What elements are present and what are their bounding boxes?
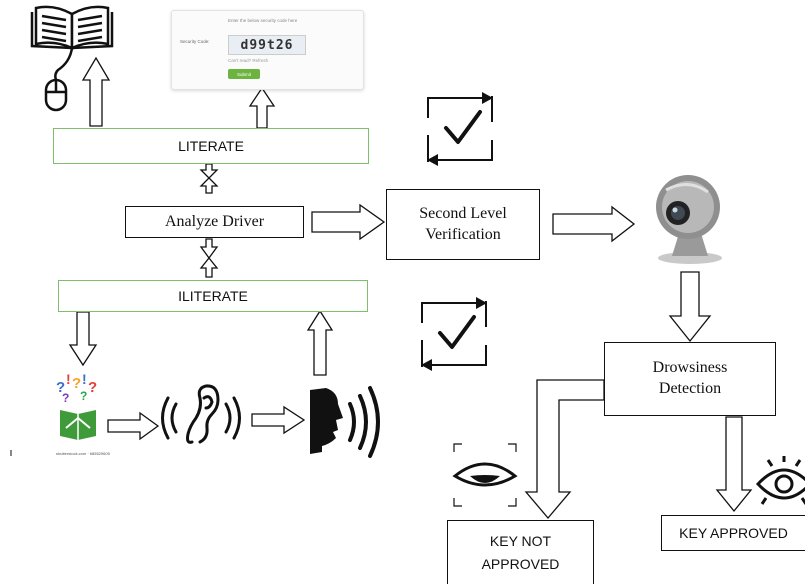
iliterate-box: ILITERATE <box>58 280 368 312</box>
eye-open-icon <box>755 456 805 505</box>
second-level-verification-box: Second Level Verification <box>386 189 540 260</box>
literate-label: LITERATE <box>178 138 244 154</box>
captcha-code: d99t26 <box>228 35 306 55</box>
eye-frame-icon <box>453 443 517 507</box>
arrow-down-drowsiness <box>668 271 712 343</box>
drowsiness-line2: Detection <box>658 380 722 397</box>
captcha-hint: Enter the below security code here <box>228 18 298 23</box>
webcam-icon <box>656 175 722 264</box>
arrow-up-book <box>81 56 111 127</box>
double-arrow-bottom <box>199 238 219 278</box>
double-arrow-top <box>199 163 219 194</box>
checkmark-icon <box>427 92 493 166</box>
svg-text:?: ? <box>80 389 87 403</box>
captcha-card: Enter the below security code here Secur… <box>171 10 364 90</box>
drowsiness-detection-box: Drowsiness Detection <box>604 342 776 416</box>
arrow-down-key-approved <box>715 416 753 513</box>
arrow-right-speaker <box>251 405 306 435</box>
checkmark-icon <box>421 297 487 371</box>
eye-closed-icon <box>452 462 518 487</box>
arrow-up-iliterate <box>306 309 334 376</box>
key-not-line2: APPROVED <box>481 555 560 572</box>
ear-icon <box>161 384 241 444</box>
svg-text:?: ? <box>56 379 65 396</box>
svg-text:?: ? <box>72 375 81 392</box>
key-approved-box: KEY APPROVED <box>661 515 805 551</box>
arrow-up-captcha <box>248 86 276 129</box>
analyze-driver-label: Analyze Driver <box>164 212 265 230</box>
illustration-caption: shutterstock.com · 685529605 <box>56 451 110 456</box>
captcha-label: Security Code: <box>180 39 210 44</box>
key-not-approved-box: KEY NOT APPROVED <box>447 520 594 584</box>
second-level-line1: Second Level <box>419 204 507 222</box>
question-book-icon: ? ! ? ! ? ? ? <box>56 371 97 440</box>
svg-text:!: ! <box>66 371 71 387</box>
svg-text:?: ? <box>62 391 69 405</box>
literate-box: LITERATE <box>53 128 369 164</box>
iliterate-label: ILITERATE <box>178 288 248 304</box>
book-mouse-icon <box>30 5 114 112</box>
svg-text:?: ? <box>88 379 97 396</box>
captcha-submit-button[interactable]: Submit <box>228 69 260 79</box>
arrow-right-webcam <box>552 205 636 243</box>
drowsiness-line1: Drowsiness <box>652 359 728 377</box>
arrow-right-second <box>311 203 386 241</box>
speaking-head-icon <box>310 386 380 458</box>
arrow-bent-key-not <box>524 379 605 520</box>
second-level-line2: Verification <box>425 225 501 243</box>
arrow-down-illustration <box>68 311 98 367</box>
svg-text:!: ! <box>82 371 87 387</box>
arrow-right-ear <box>107 411 160 441</box>
analyze-driver-box: Analyze Driver <box>125 206 304 238</box>
key-not-line1: KEY NOT <box>489 533 552 550</box>
captcha-refresh-link[interactable]: Can't read? Refresh <box>228 58 269 63</box>
key-approved-label: KEY APPROVED <box>679 524 788 541</box>
